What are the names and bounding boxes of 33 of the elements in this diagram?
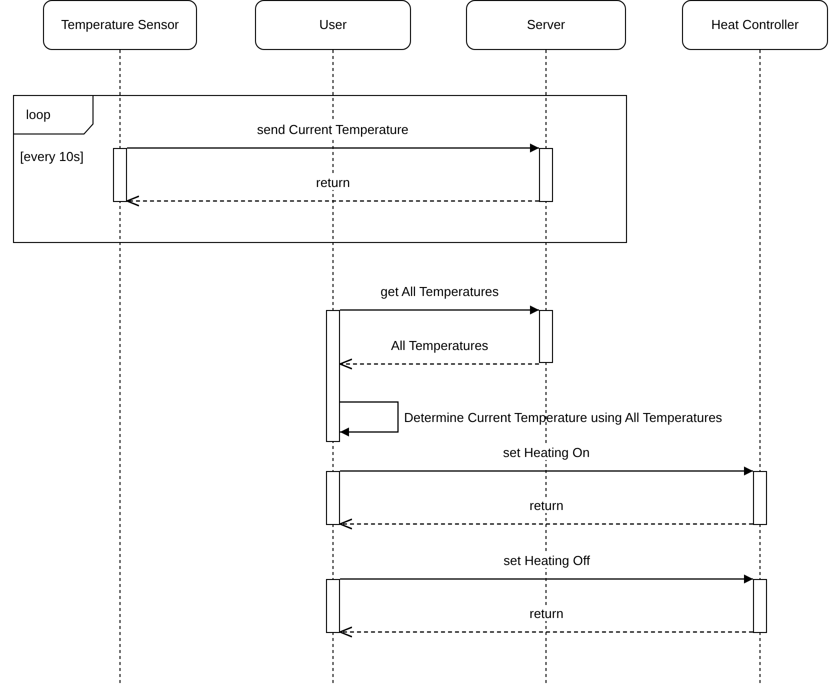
arrow (127, 144, 539, 152)
arrow (339, 626, 753, 638)
activation-bar (326, 310, 340, 442)
activation-bar (539, 148, 553, 202)
arrow (339, 518, 753, 530)
arrow (340, 306, 539, 314)
edge-label: set Heating On (501, 445, 592, 460)
edge-label: return (528, 606, 566, 621)
edge-label: Determine Current Temperature using All Temperatures (403, 410, 724, 425)
edge-label: get All Temperatures (378, 284, 501, 299)
edge-label: All Temperatures (389, 338, 490, 353)
activation-bar (753, 471, 767, 525)
participant-box: Server (466, 0, 626, 50)
loop-frame (13, 95, 627, 243)
edge-label: return (528, 498, 566, 513)
participant-box: Heat Controller (682, 0, 828, 50)
arrow (126, 195, 539, 207)
arrow (340, 401, 399, 436)
arrow (340, 574, 753, 584)
activation-bar (753, 579, 767, 633)
activation-bar (326, 471, 340, 525)
edge-label: set Heating Off (502, 553, 592, 568)
participant-box: Temperature Sensor (43, 0, 197, 50)
participant-box: User (255, 0, 411, 50)
edge-label: send Current Temperature (255, 122, 411, 137)
activation-bar (326, 579, 340, 633)
arrow (340, 466, 753, 476)
activation-bar (113, 148, 127, 202)
edge-label: return (314, 175, 352, 190)
activation-bar (539, 310, 553, 363)
frame-label: loop (26, 107, 51, 122)
guard-condition: [every 10s] (20, 149, 84, 164)
arrow (339, 358, 539, 370)
